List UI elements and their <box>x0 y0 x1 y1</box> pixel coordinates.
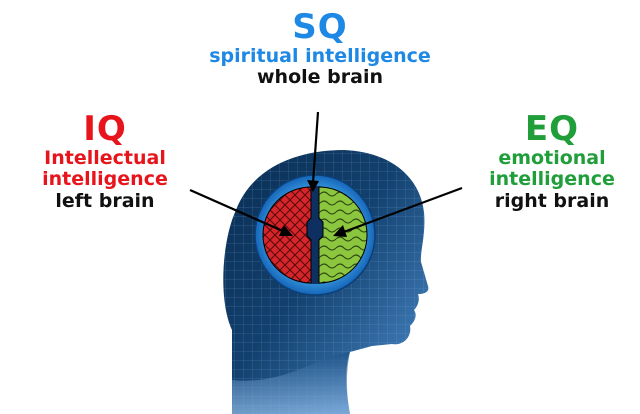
brain-icon <box>254 174 376 296</box>
iq-name-line2: intelligence <box>42 168 168 191</box>
iq-label-group: IQ Intellectual intelligence left brain <box>10 110 200 212</box>
eq-title: EQ <box>524 109 580 149</box>
eq-region: right brain <box>494 189 610 212</box>
sq-title: SQ <box>292 7 348 47</box>
iq-arrow <box>189 188 293 236</box>
iq-title: IQ <box>83 109 127 149</box>
sq-arrow <box>307 111 320 192</box>
sq-region: whole brain <box>257 66 383 89</box>
sq-label-group: SQ spiritual intelligence whole brain <box>170 8 470 89</box>
eq-arrow <box>333 186 463 237</box>
iq-name-line1: Intellectual <box>44 147 166 170</box>
iq-region: left brain <box>55 189 155 212</box>
sq-name: spiritual intelligence <box>209 45 431 68</box>
eq-label-group: EQ emotional intelligence right brain <box>462 110 640 212</box>
eq-name-line1: emotional <box>498 147 606 170</box>
eq-name-line2: intelligence <box>489 168 615 191</box>
